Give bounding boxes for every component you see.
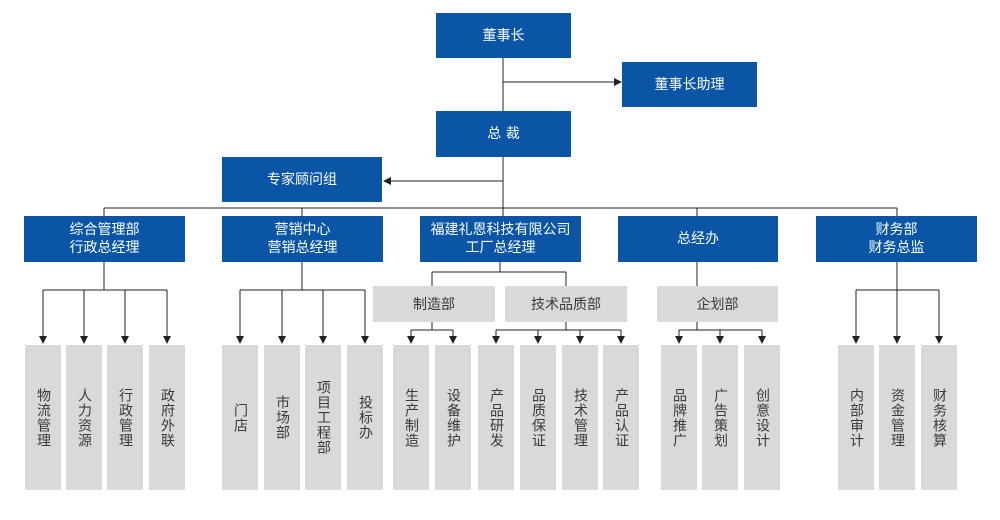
leaf-admin: 行政管理 [107, 345, 143, 490]
advisory-group-node: 专家顾问组 [222, 157, 382, 202]
dept-manager: 营销总经理 [267, 240, 338, 256]
subdept-tech-quality: 技术品质部 [505, 286, 627, 322]
subdept-label: 企划部 [696, 297, 739, 313]
leaf-label: 物流管理 [35, 387, 51, 448]
chairman-assistant-node: 董事长助理 [622, 62, 757, 107]
leaf-brand: 品牌推广 [661, 345, 697, 490]
leaf-creative: 创意设计 [744, 345, 780, 490]
leaf-label: 项目工程部 [315, 380, 331, 455]
leaf-label: 资金管理 [889, 387, 905, 448]
dept-title: 营销中心 [274, 222, 331, 238]
leaf-label: 产品认证 [613, 387, 629, 448]
leaf-label: 产品研发 [488, 387, 504, 448]
leaf-label: 广告策划 [712, 387, 728, 448]
leaf-label: 人力资源 [76, 387, 92, 448]
leaf-certification: 产品认证 [603, 345, 639, 490]
leaf-equipment: 设备维护 [435, 345, 471, 490]
leaf-label: 门店 [232, 402, 248, 433]
subdept-label: 技术品质部 [531, 297, 601, 313]
leaf-label: 财务核算 [931, 387, 947, 448]
leaf-tech-management: 技术管理 [562, 345, 598, 490]
leaf-label: 品牌推广 [671, 387, 687, 448]
leaf-hr: 人力资源 [66, 345, 102, 490]
leaf-rnd: 产品研发 [478, 345, 514, 490]
leaf-accounting: 财务核算 [921, 345, 957, 490]
dept-title: 总经办 [677, 231, 719, 247]
leaf-audit: 内部审计 [838, 345, 874, 490]
leaf-quality: 品质保证 [520, 345, 556, 490]
leaf-label: 政府外联 [159, 387, 175, 448]
dept-fujian-company: 福建礼恩科技有限公司 工厂总经理 [420, 216, 581, 262]
leaf-label: 行政管理 [117, 387, 133, 448]
dept-title: 综合管理部 [69, 222, 140, 238]
leaf-logistics: 物流管理 [25, 345, 61, 490]
dept-general-management: 综合管理部 行政总经理 [24, 216, 185, 262]
leaf-funds: 资金管理 [879, 345, 915, 490]
leaf-advertising: 广告策划 [702, 345, 738, 490]
dept-title: 福建礼恩科技有限公司 [430, 222, 571, 238]
leaf-store: 门店 [222, 345, 258, 490]
leaf-label: 品质保证 [530, 387, 546, 448]
dept-manager: 财务总监 [868, 240, 925, 256]
leaf-bidding: 投标办 [347, 345, 383, 490]
dept-manager: 工厂总经理 [465, 240, 536, 256]
leaf-label: 投标办 [357, 395, 373, 440]
leaf-label: 设备维护 [445, 387, 461, 448]
dept-title: 财务部 [875, 222, 918, 238]
leaf-label: 内部审计 [848, 387, 864, 448]
subdept-label: 制造部 [413, 297, 455, 313]
dept-marketing-center: 营销中心 营销总经理 [222, 216, 383, 262]
dept-general-office: 总经办 [618, 216, 778, 262]
leaf-label: 生产制造 [403, 387, 419, 448]
leaf-production: 生产制造 [393, 345, 429, 490]
chairman-assistant-label: 董事长助理 [654, 76, 725, 93]
dept-finance: 财务部 财务总监 [816, 216, 977, 262]
subdept-manufacturing: 制造部 [373, 286, 495, 322]
leaf-label: 创意设计 [754, 387, 770, 448]
leaf-label: 技术管理 [572, 387, 588, 448]
chairman-node: 董事长 [436, 13, 571, 58]
subdept-planning: 企划部 [657, 286, 778, 322]
leaf-gov-relations: 政府外联 [149, 345, 185, 490]
dept-manager: 行政总经理 [69, 240, 140, 256]
advisory-group-label: 专家顾问组 [267, 171, 337, 188]
president-label: 总 裁 [487, 126, 520, 142]
leaf-market: 市场部 [264, 345, 300, 490]
chairman-label: 董事长 [482, 27, 525, 44]
president-node: 总 裁 [436, 111, 571, 157]
leaf-project-engineering: 项目工程部 [305, 345, 341, 490]
leaf-label: 市场部 [274, 395, 290, 440]
